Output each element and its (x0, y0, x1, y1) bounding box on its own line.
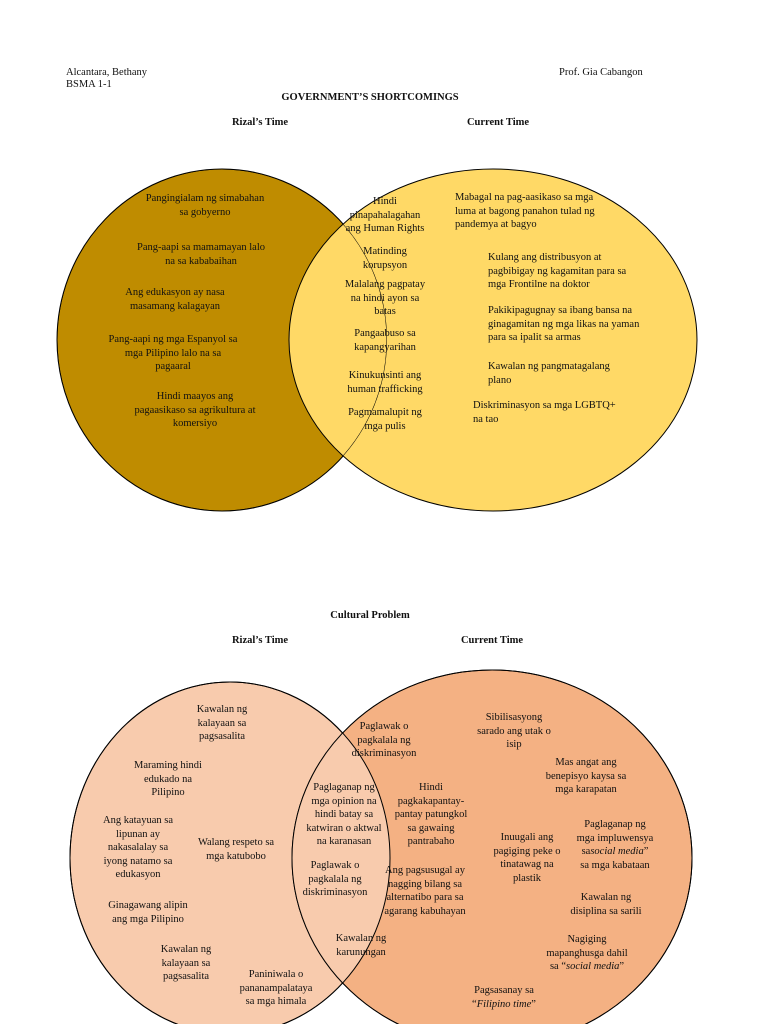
venn2-left-item: Ang katayuan sa lipunan ay nakasalalay s… (103, 815, 173, 880)
venn2-right-item: Kawalan ng disiplina sa sarili (570, 892, 642, 917)
text-run: ” (619, 961, 625, 972)
venn2-left-item: Maraming hindi edukado na Pilipino (134, 760, 202, 798)
venn2-center-item: Kawalan ng karunungan (335, 933, 387, 958)
venn1-left-item: Pangingialam ng simabahan sa gobyerno (145, 193, 265, 218)
venn2-right-item: Paglaganap ng mga impluwensya sasocial m… (560, 818, 670, 872)
venn2-right-outline (291, 669, 693, 1024)
venn1-right-item: Pakikipagugnay sa ibang bansa na ginagam… (488, 305, 640, 343)
venn2-center-item: Hindi pagkakapantay- pantay patungkol sa… (394, 782, 468, 847)
text-run: social media (590, 846, 644, 857)
venn2-right-item: Sibilisasyong sarado ang utak o isip (477, 712, 551, 750)
venn1-title: GOVERNMENT’S SHORTCOMINGS (281, 92, 459, 103)
venn1-center-item: Malalang pagpatay na hindi ayon sa batas (344, 279, 426, 317)
venn2-left-item: Walang respeto sa mga katubobo (197, 837, 275, 862)
venn1-left-item: Pang-aapi ng mga Espanyol sa mga Pilipin… (108, 334, 238, 372)
venn1-center-item: Pangaabuso sa kapangyarihan (354, 328, 416, 353)
text-run: ” (643, 846, 649, 857)
venn1-right-item: Kulang ang distribusyon at pagbibigay ng… (488, 252, 627, 290)
venn2-left-outline (69, 681, 391, 1024)
venn2-left-item: Paniniwala o pananampalataya sa mga hima… (239, 969, 313, 1007)
venn2-right-label: Current Time (460, 635, 524, 646)
venn1-left-item: Ang edukasyon ay nasa masamang kalagayan (125, 287, 225, 312)
venn2-right-item: Inuugali ang pagiging peke o tinatawag n… (493, 832, 561, 884)
venn1-left-item: Hindi maayos ang pagaasikaso sa agrikult… (134, 391, 256, 429)
text-run: Paglaganap ng mga impluwensya sa (576, 819, 654, 857)
venn1-right-item: Mabagal na pag-aasikaso sa mga luma at b… (455, 192, 595, 230)
venn2-right-item: Nagiging mapanghusga dahil sa “social me… (532, 933, 642, 974)
venn2-title: Cultural Problem (330, 610, 410, 621)
venn1-center-item: Matinding korupsyon (362, 246, 408, 271)
venn1-left-item: Pang-aapi sa mamamayan lalo na sa kababa… (137, 242, 265, 267)
venn2-right-item: Pagsasanay sa “Filipino time” (454, 984, 554, 1011)
text-run: Pagsasanay sa “ (472, 985, 534, 1010)
venn1-right-label: Current Time (466, 117, 530, 128)
text-run: sa mga kabataan (580, 859, 650, 871)
venn2-right-item: Mas angat ang benepisyo kaysa sa mga kar… (545, 757, 627, 795)
professor-name: Prof. Gia Cabangon (559, 67, 643, 78)
venn2-center-item: Paglawak o pagkalala ng diskriminasyon (302, 860, 368, 898)
student-section: BSMA 1-1 (66, 79, 112, 90)
text-run: social media (566, 961, 620, 972)
venn2-left-label: Rizal’s Time (231, 635, 289, 646)
venn1-right-item: Kawalan ng pangmatagalang plano (488, 361, 610, 386)
venn2-center-item: Ang pagsusugal ay nagging bilang sa alte… (384, 865, 466, 917)
venn1-center-item: Hindi pinapahalagahan ang Human Rights (345, 196, 425, 234)
venn1-center-item: Kinukunsinti ang human trafficking (347, 370, 423, 395)
venn2-left-item: Kawalan ng kalayaan sa pagsasalita (196, 704, 248, 742)
text-run: ” (531, 998, 536, 1010)
venn1-left-label: Rizal’s Time (231, 117, 289, 128)
text-run: Nagiging mapanghusga dahil sa “ (546, 934, 628, 972)
venn1-right-circle (288, 168, 698, 512)
venn2-left-item: Kawalan ng kalayaan sa pagsasalita (160, 944, 212, 982)
venn1-right-item: Diskriminasyon sa mga LGBTQ+ na tao (473, 400, 616, 425)
venn2-center-item: Paglaganap ng mga opinion na hindi batay… (306, 782, 382, 847)
venn2-center-item: Paglawak o pagkalala ng diskriminasyon (351, 721, 417, 759)
venn2-left-item: Ginagawang alipin ang mga Pilipino (108, 900, 188, 925)
venn1-center-item: Pagmamalupit ng mga pulis (348, 407, 422, 432)
text-run: Filipino time (476, 998, 532, 1010)
student-name: Alcantara, Bethany (66, 67, 148, 78)
